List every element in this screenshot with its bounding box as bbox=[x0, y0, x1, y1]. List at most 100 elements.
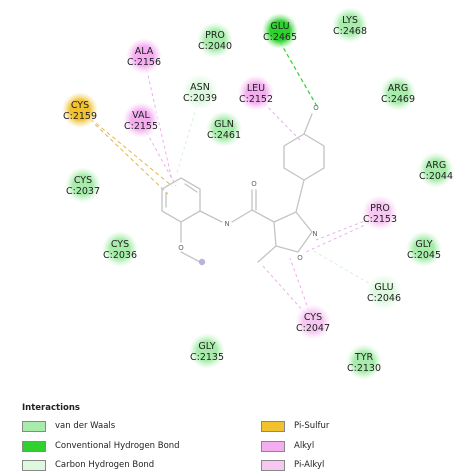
atom-label-n-amide: N bbox=[224, 220, 229, 228]
residue-name-label: ALA bbox=[135, 46, 154, 57]
residue-disc bbox=[102, 231, 138, 267]
residue-name-label: PRO bbox=[205, 30, 225, 41]
atom-label-o-methoxy: O bbox=[178, 244, 184, 252]
legend-swatch-carbon-hbond bbox=[22, 459, 46, 471]
residue-disc bbox=[62, 92, 98, 128]
ligand-bond-phenyl-o bbox=[303, 113, 313, 135]
legend-item-conventional-hbond: Conventional Hydrogen Bond bbox=[22, 439, 180, 453]
residue-disc bbox=[123, 102, 159, 138]
residue-disc bbox=[406, 231, 442, 267]
pi-alkyl-line-cys2047-b bbox=[289, 257, 314, 323]
residue-disc bbox=[418, 152, 454, 188]
ligand-bond-c-isoxazole bbox=[251, 209, 275, 223]
residue-number-label: C:2155 bbox=[124, 121, 158, 132]
residue-number-label: C:2159 bbox=[63, 111, 97, 122]
legend-swatch-pi-alkyl bbox=[261, 459, 285, 471]
residue-name-label: GLU bbox=[270, 21, 289, 32]
residue-number-label: C:2461 bbox=[207, 130, 241, 141]
residue-number-label: C:2135 bbox=[190, 352, 224, 363]
ligand-bond-n-c bbox=[231, 209, 253, 223]
residue-name-label: CYS bbox=[111, 239, 129, 250]
legend-swatch-pi-sulfur bbox=[261, 420, 285, 432]
residue-discs: PROC:2040GLUC:2465LYSC:2468ALAC:2156ASNC… bbox=[62, 7, 454, 380]
atom-label-o-carbonyl: O bbox=[251, 180, 257, 188]
residue-disc bbox=[295, 304, 331, 340]
residue-name-label: CYS bbox=[304, 312, 322, 323]
alkyl-line-leu2152 bbox=[255, 94, 301, 141]
legend-swatch-conventional-hbond bbox=[22, 440, 46, 452]
legend-label: Conventional Hydrogen Bond bbox=[55, 441, 180, 451]
legend-item-alkyl: Alkyl bbox=[261, 439, 314, 453]
residue-name-label: ARG bbox=[388, 83, 408, 94]
residue-disc bbox=[262, 13, 298, 49]
residue-number-label: C:2040 bbox=[198, 41, 232, 52]
legend-label: van der Waals bbox=[55, 421, 116, 431]
legend-label: Carbon Hydrogen Bond bbox=[55, 460, 155, 470]
legend-title: Interactions bbox=[22, 403, 80, 413]
residue-name-label: LYS bbox=[342, 15, 358, 26]
residue-number-label: C:2130 bbox=[347, 363, 381, 374]
legend-label: Pi-Sulfur bbox=[294, 421, 330, 431]
residue-name-label: ASN bbox=[190, 82, 210, 93]
ligand-structure bbox=[161, 113, 325, 263]
ligand-ring-isoxazole bbox=[273, 211, 313, 253]
ligand-bond-ring-n bbox=[199, 210, 223, 223]
residue-disc bbox=[182, 74, 218, 110]
residue-number-label: C:2156 bbox=[127, 57, 161, 68]
residue-number-label: C:2152 bbox=[239, 94, 273, 105]
residue-disc bbox=[380, 75, 416, 111]
ligand-ring-phenol bbox=[283, 133, 325, 181]
residue-number-label: C:2036 bbox=[103, 250, 137, 261]
residue-disc bbox=[206, 111, 242, 147]
legend-item-pi-sulfur: Pi-Sulfur bbox=[261, 419, 329, 433]
ligand-ring-inner-bonds bbox=[184, 183, 198, 193]
pi-sulfur-line-cys2159 bbox=[79, 109, 173, 187]
atom-label-o-ring: O bbox=[297, 254, 303, 262]
legend-swatch-alkyl bbox=[261, 440, 285, 452]
atom-label-o-phenol: O bbox=[313, 104, 319, 112]
hbond-line-glu2465 bbox=[279, 41, 319, 109]
ligand-bond-isoxazole-phenyl bbox=[295, 179, 305, 213]
residue-number-label: C:2045 bbox=[407, 250, 441, 261]
residue-number-label: C:2468 bbox=[333, 26, 367, 37]
residue-number-label: C:2465 bbox=[263, 32, 297, 43]
residue-number-label: C:2039 bbox=[183, 93, 217, 104]
residue-name-label: CYS bbox=[74, 175, 92, 186]
residue-number-label: C:2153 bbox=[363, 214, 397, 225]
residue-disc bbox=[366, 274, 402, 310]
residue-disc bbox=[238, 75, 274, 111]
residue-name-label: GLN bbox=[214, 119, 234, 130]
residue-name-label: CYS bbox=[71, 100, 89, 111]
residue-disc bbox=[126, 38, 162, 74]
legend: Interactions van der Waals Conventional … bbox=[0, 398, 474, 474]
pi-sulfur-line-cys2159-b bbox=[79, 109, 169, 195]
legend-item-van-der-waals: van der Waals bbox=[22, 419, 115, 433]
legend-label: Alkyl bbox=[294, 441, 315, 451]
legend-item-pi-alkyl: Pi-Alkyl bbox=[261, 458, 324, 472]
residue-number-label: C:2044 bbox=[419, 171, 453, 182]
residue-disc bbox=[197, 22, 233, 58]
residue-disc bbox=[65, 167, 101, 203]
residue-disc bbox=[332, 7, 368, 43]
residue-name-label: GLY bbox=[198, 341, 215, 352]
residue-number-label: C:2037 bbox=[66, 186, 100, 197]
legend-swatch-van-der-waals bbox=[22, 420, 46, 432]
legend-item-carbon-hbond: Carbon Hydrogen Bond bbox=[22, 458, 154, 472]
legend-label: Pi-Alkyl bbox=[294, 460, 325, 470]
residue-name-label: GLU bbox=[374, 282, 393, 293]
